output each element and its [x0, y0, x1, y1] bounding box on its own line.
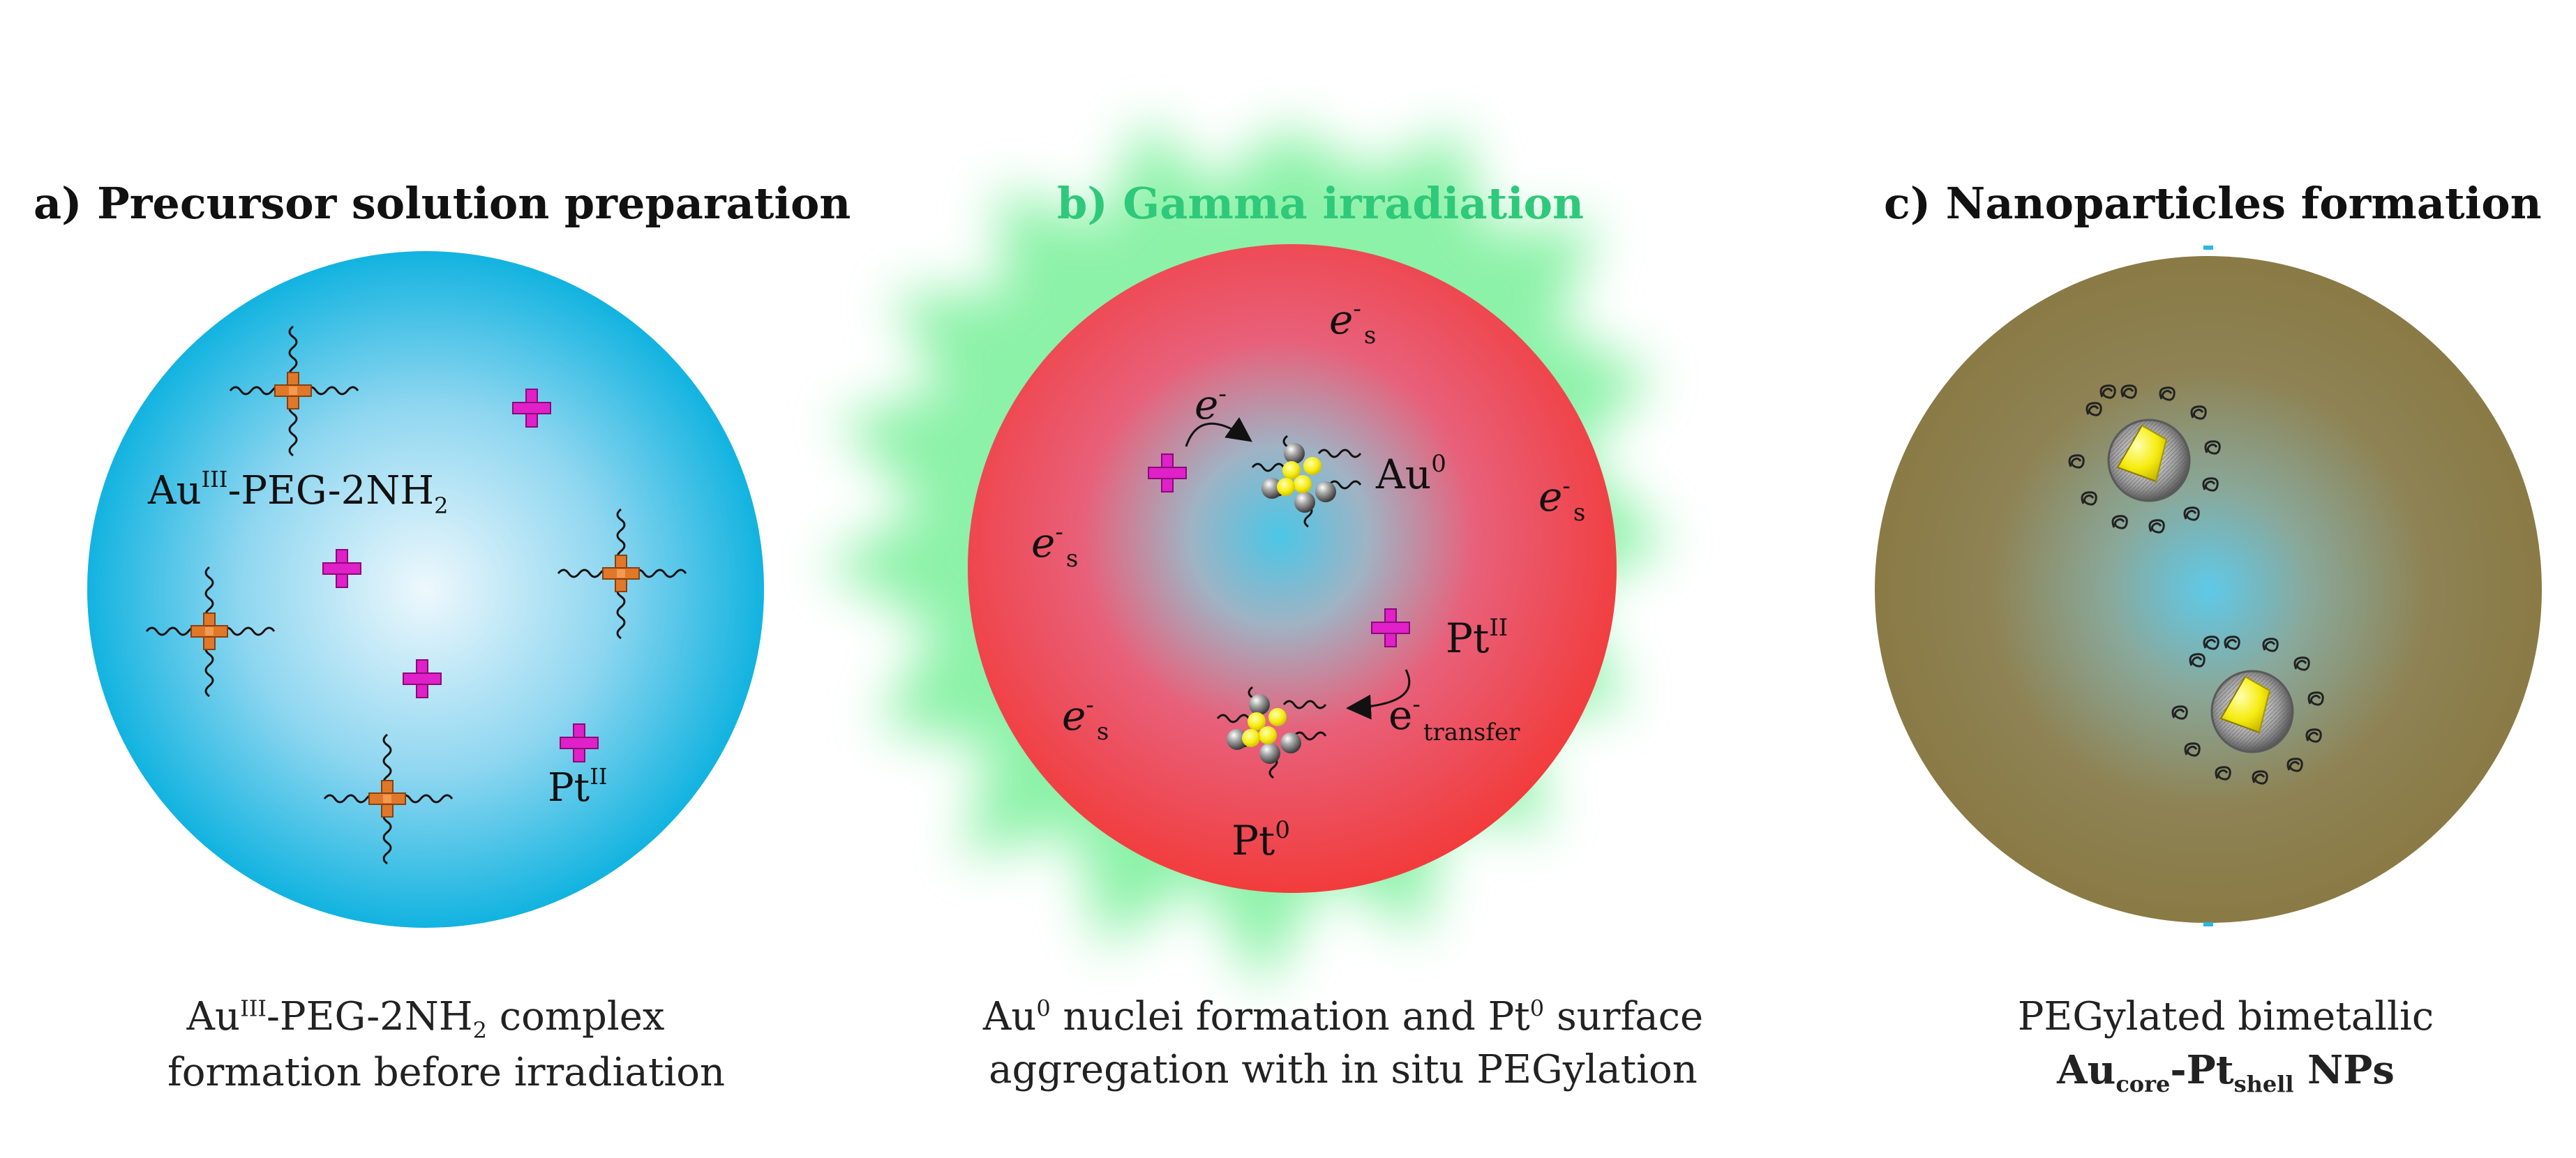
panel-c-caption: PEGylated bimetallic Aucore-Ptshell NPs: [1968, 991, 2484, 1100]
irradiation-circle: [968, 244, 1617, 893]
panel-c-caption-line2: Aucore-Ptshell NPs: [2057, 1047, 2395, 1098]
precursor-solution-circle: [87, 251, 764, 928]
panel-a-caption-line1: AuIII-PEG-2NH2 complex: [186, 994, 665, 1044]
pt0-label: Pt0: [1231, 816, 1290, 864]
es-label-2: e-s: [1538, 472, 1585, 527]
panel-b-caption: Au0 nuclei formation and Pt0 surface agg…: [942, 991, 1744, 1097]
au0-label: Au0: [1375, 450, 1446, 498]
panel-b: e-s e-s e-s e-s e- Au0 PtII e-transfer P…: [968, 244, 1617, 893]
panel-c-caption-line1: PEGylated bimetallic: [2017, 994, 2434, 1039]
panel-a-caption: AuIII-PEG-2NH2 complex formation before …: [167, 991, 726, 1099]
panel-c-title: c) Nanoparticles formation: [1884, 178, 2542, 229]
complex-label: AuIII-PEG-2NH2: [147, 466, 448, 519]
panel-a: AuIII-PEG-2NH2 PtII: [87, 251, 764, 928]
panel-b-caption-line1: Au0 nuclei formation and Pt0 surface: [982, 994, 1704, 1039]
electron-arrow-1: [1185, 416, 1252, 447]
panel-b-caption-line2: aggregation with in situ PEGylation: [989, 1047, 1698, 1093]
panel-c: [1875, 246, 2542, 926]
electron-arrow-2: [1346, 669, 1411, 720]
es-label-1: e-s: [1329, 295, 1376, 349]
es-label-3: e-s: [1031, 518, 1078, 573]
transfer-label: e-transfer: [1388, 691, 1520, 746]
pt2-label: PtII: [1446, 614, 1508, 662]
panel-a-title: a) Precursor solution preparation: [33, 178, 851, 229]
es-label-4: e-s: [1062, 691, 1109, 746]
pt-label-a: PtII: [548, 763, 607, 811]
nanoparticle-circle: [1875, 256, 2542, 923]
electron-label: e-: [1195, 380, 1227, 428]
panel-b-title: b) Gamma irradiation: [1057, 178, 1585, 229]
panel-a-caption-line2: formation before irradiation: [167, 1049, 726, 1095]
